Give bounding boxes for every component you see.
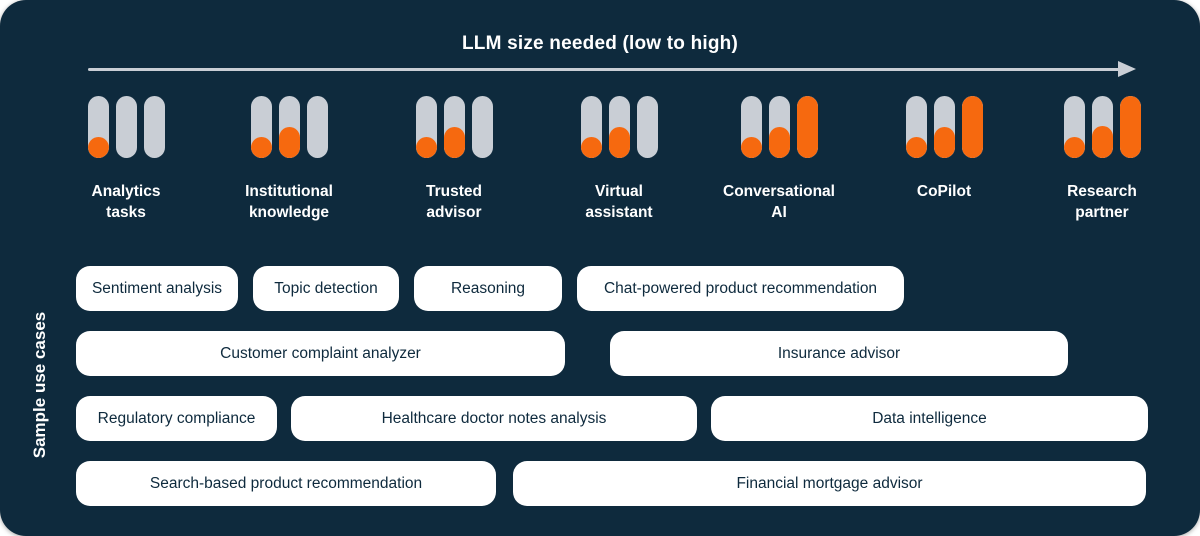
- gauge-pill: [905, 96, 927, 158]
- scale-item-label: CoPilot: [916, 183, 972, 200]
- use-case-rows: Sentiment analysis Topic detection Reasoni…: [76, 266, 1148, 526]
- scale-item: Analytics tasks: [48, 96, 204, 223]
- gauge-pill: [636, 96, 658, 158]
- gauge-fill: [415, 136, 437, 158]
- gauge-pill: [250, 96, 272, 158]
- gauge-pill: [278, 96, 300, 158]
- gauge-pill: [87, 96, 109, 158]
- use-case-pill: Reasoning: [414, 266, 562, 311]
- use-case-pill: Healthcare doctor notes analysis: [291, 396, 697, 441]
- use-case-pill: Chat-powered product recommendation: [577, 266, 904, 311]
- use-case-pill: Insurance advisor: [610, 331, 1068, 376]
- gauge-pill: [796, 96, 818, 158]
- use-case-row: Customer complaint analyzer Insurance adv…: [76, 331, 1148, 376]
- gauge-fill: [250, 136, 272, 158]
- gauge-pill: [768, 96, 790, 158]
- scale-item-label: Institutional knowledge: [245, 183, 333, 221]
- use-case-pill: Topic detection: [253, 266, 399, 311]
- gauge-pill: [415, 96, 437, 158]
- scale-item-label: Conversational AI: [723, 183, 835, 221]
- gauge-fill: [933, 127, 955, 158]
- gauge-fill: [1063, 136, 1085, 158]
- scale-item-label: Research partner: [1067, 183, 1137, 221]
- scale-item: Trusted advisor: [376, 96, 532, 223]
- scale-item: Conversational AI: [701, 96, 857, 223]
- gauge-pill: [1091, 96, 1113, 158]
- gauge-pill: [933, 96, 955, 158]
- gauge-fill: [768, 127, 790, 158]
- sample-use-cases-vertical-label: Sample use cases: [30, 311, 49, 459]
- use-case-pill: Customer complaint analyzer: [76, 331, 565, 376]
- gauge-fill: [443, 127, 465, 158]
- llm-size-gauge-icon: [1063, 96, 1141, 158]
- use-case-row: Sentiment analysis Topic detection Reasoni…: [76, 266, 1148, 311]
- gauge-pill: [1063, 96, 1085, 158]
- gauge-fill: [796, 96, 818, 158]
- gauge-pill: [115, 96, 137, 158]
- gauge-pill: [443, 96, 465, 158]
- use-case-pill: Sentiment analysis: [76, 266, 238, 311]
- use-case-row: Regulatory compliance Healthcare doctor n…: [76, 396, 1148, 441]
- scale-item: Institutional knowledge: [211, 96, 367, 223]
- scale-item: CoPilot: [866, 96, 1022, 202]
- scale-item-label: Trusted advisor: [426, 183, 482, 221]
- gauge-fill: [580, 136, 602, 158]
- gauge-pill: [961, 96, 983, 158]
- scale-item: Research partner: [1024, 96, 1180, 223]
- gauge-fill: [905, 136, 927, 158]
- llm-size-gauge-icon: [580, 96, 658, 158]
- size-axis-arrowhead-icon: [1118, 61, 1136, 77]
- llm-size-gauge-icon: [250, 96, 328, 158]
- size-axis-line: [88, 68, 1120, 71]
- llm-size-gauge-icon: [415, 96, 493, 158]
- scale-item-label: Analytics tasks: [91, 183, 161, 221]
- gauge-fill: [87, 136, 109, 158]
- gauge-fill: [961, 96, 983, 158]
- use-case-pill: Regulatory compliance: [76, 396, 277, 441]
- use-case-pill: Search-based product recommendation: [76, 461, 496, 506]
- gauge-pill: [306, 96, 328, 158]
- use-case-pill: Data intelligence: [711, 396, 1148, 441]
- scale-item-label: Virtual assistant: [585, 183, 653, 221]
- gauge-fill: [278, 127, 300, 158]
- gauge-pill: [740, 96, 762, 158]
- gauge-pill: [1119, 96, 1141, 158]
- scale-item: Virtual assistant: [541, 96, 697, 223]
- gauge-fill: [1091, 125, 1113, 158]
- diagram-title: LLM size needed (low to high): [461, 33, 738, 54]
- llm-size-gauge-icon: [87, 96, 165, 158]
- gauge-fill: [608, 127, 630, 158]
- gauge-pill: [608, 96, 630, 158]
- llm-size-gauge-icon: [740, 96, 818, 158]
- gauge-fill: [1119, 96, 1141, 158]
- use-case-pill: Financial mortgage advisor: [513, 461, 1146, 506]
- gauge-fill: [740, 136, 762, 158]
- gauge-pill: [143, 96, 165, 158]
- gauge-pill: [580, 96, 602, 158]
- llm-size-gauge-icon: [905, 96, 983, 158]
- gauge-pill: [471, 96, 493, 158]
- scale-items: Analytics tasks Institutional knowledge Tr…: [0, 96, 1200, 236]
- use-case-row: Search-based product recommendation Finan…: [76, 461, 1148, 506]
